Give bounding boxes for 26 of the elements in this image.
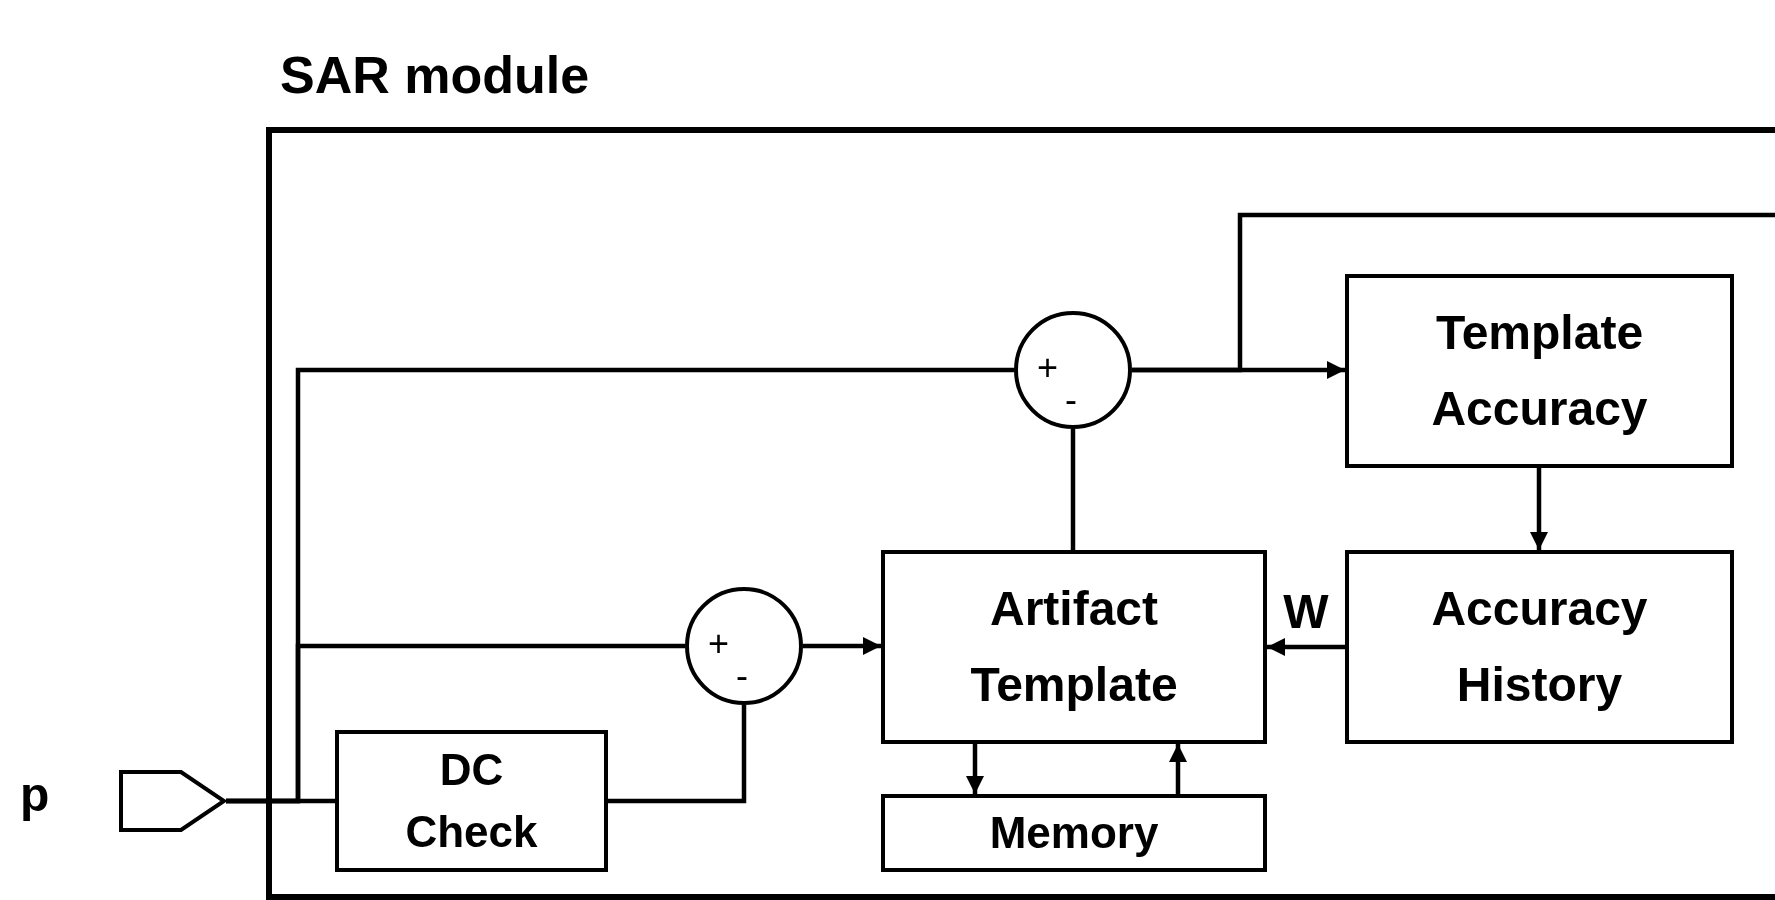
process-box: [1345, 274, 1734, 468]
connector-line: [1070, 429, 1076, 550]
input-port: [119, 770, 226, 832]
arrow: [966, 744, 984, 794]
sign-label: +: [708, 626, 730, 662]
box-label: Accuracy History: [1430, 581, 1649, 713]
connector-line: [1132, 212, 1775, 373]
module-title: SAR module: [280, 45, 590, 106]
process-box: [881, 794, 1267, 872]
process-box: [881, 550, 1267, 744]
port-label: p: [20, 767, 50, 823]
arrow: [1169, 744, 1187, 794]
box-label: Template Accuracy: [1430, 305, 1649, 437]
sign-label: -: [736, 658, 748, 694]
sign-label: -: [1065, 382, 1077, 418]
connector-line: [608, 705, 747, 804]
box-label: Artifact Template: [969, 581, 1179, 713]
arrow: [803, 637, 881, 655]
connector-line: [226, 367, 1014, 804]
box-label: DC Check: [404, 744, 539, 858]
arrow: [1267, 638, 1345, 656]
process-box: [1345, 550, 1734, 744]
sign-label: +: [1037, 350, 1059, 386]
process-box: [335, 730, 608, 872]
box-label: Memory: [989, 807, 1159, 859]
arrow: [1530, 468, 1548, 550]
